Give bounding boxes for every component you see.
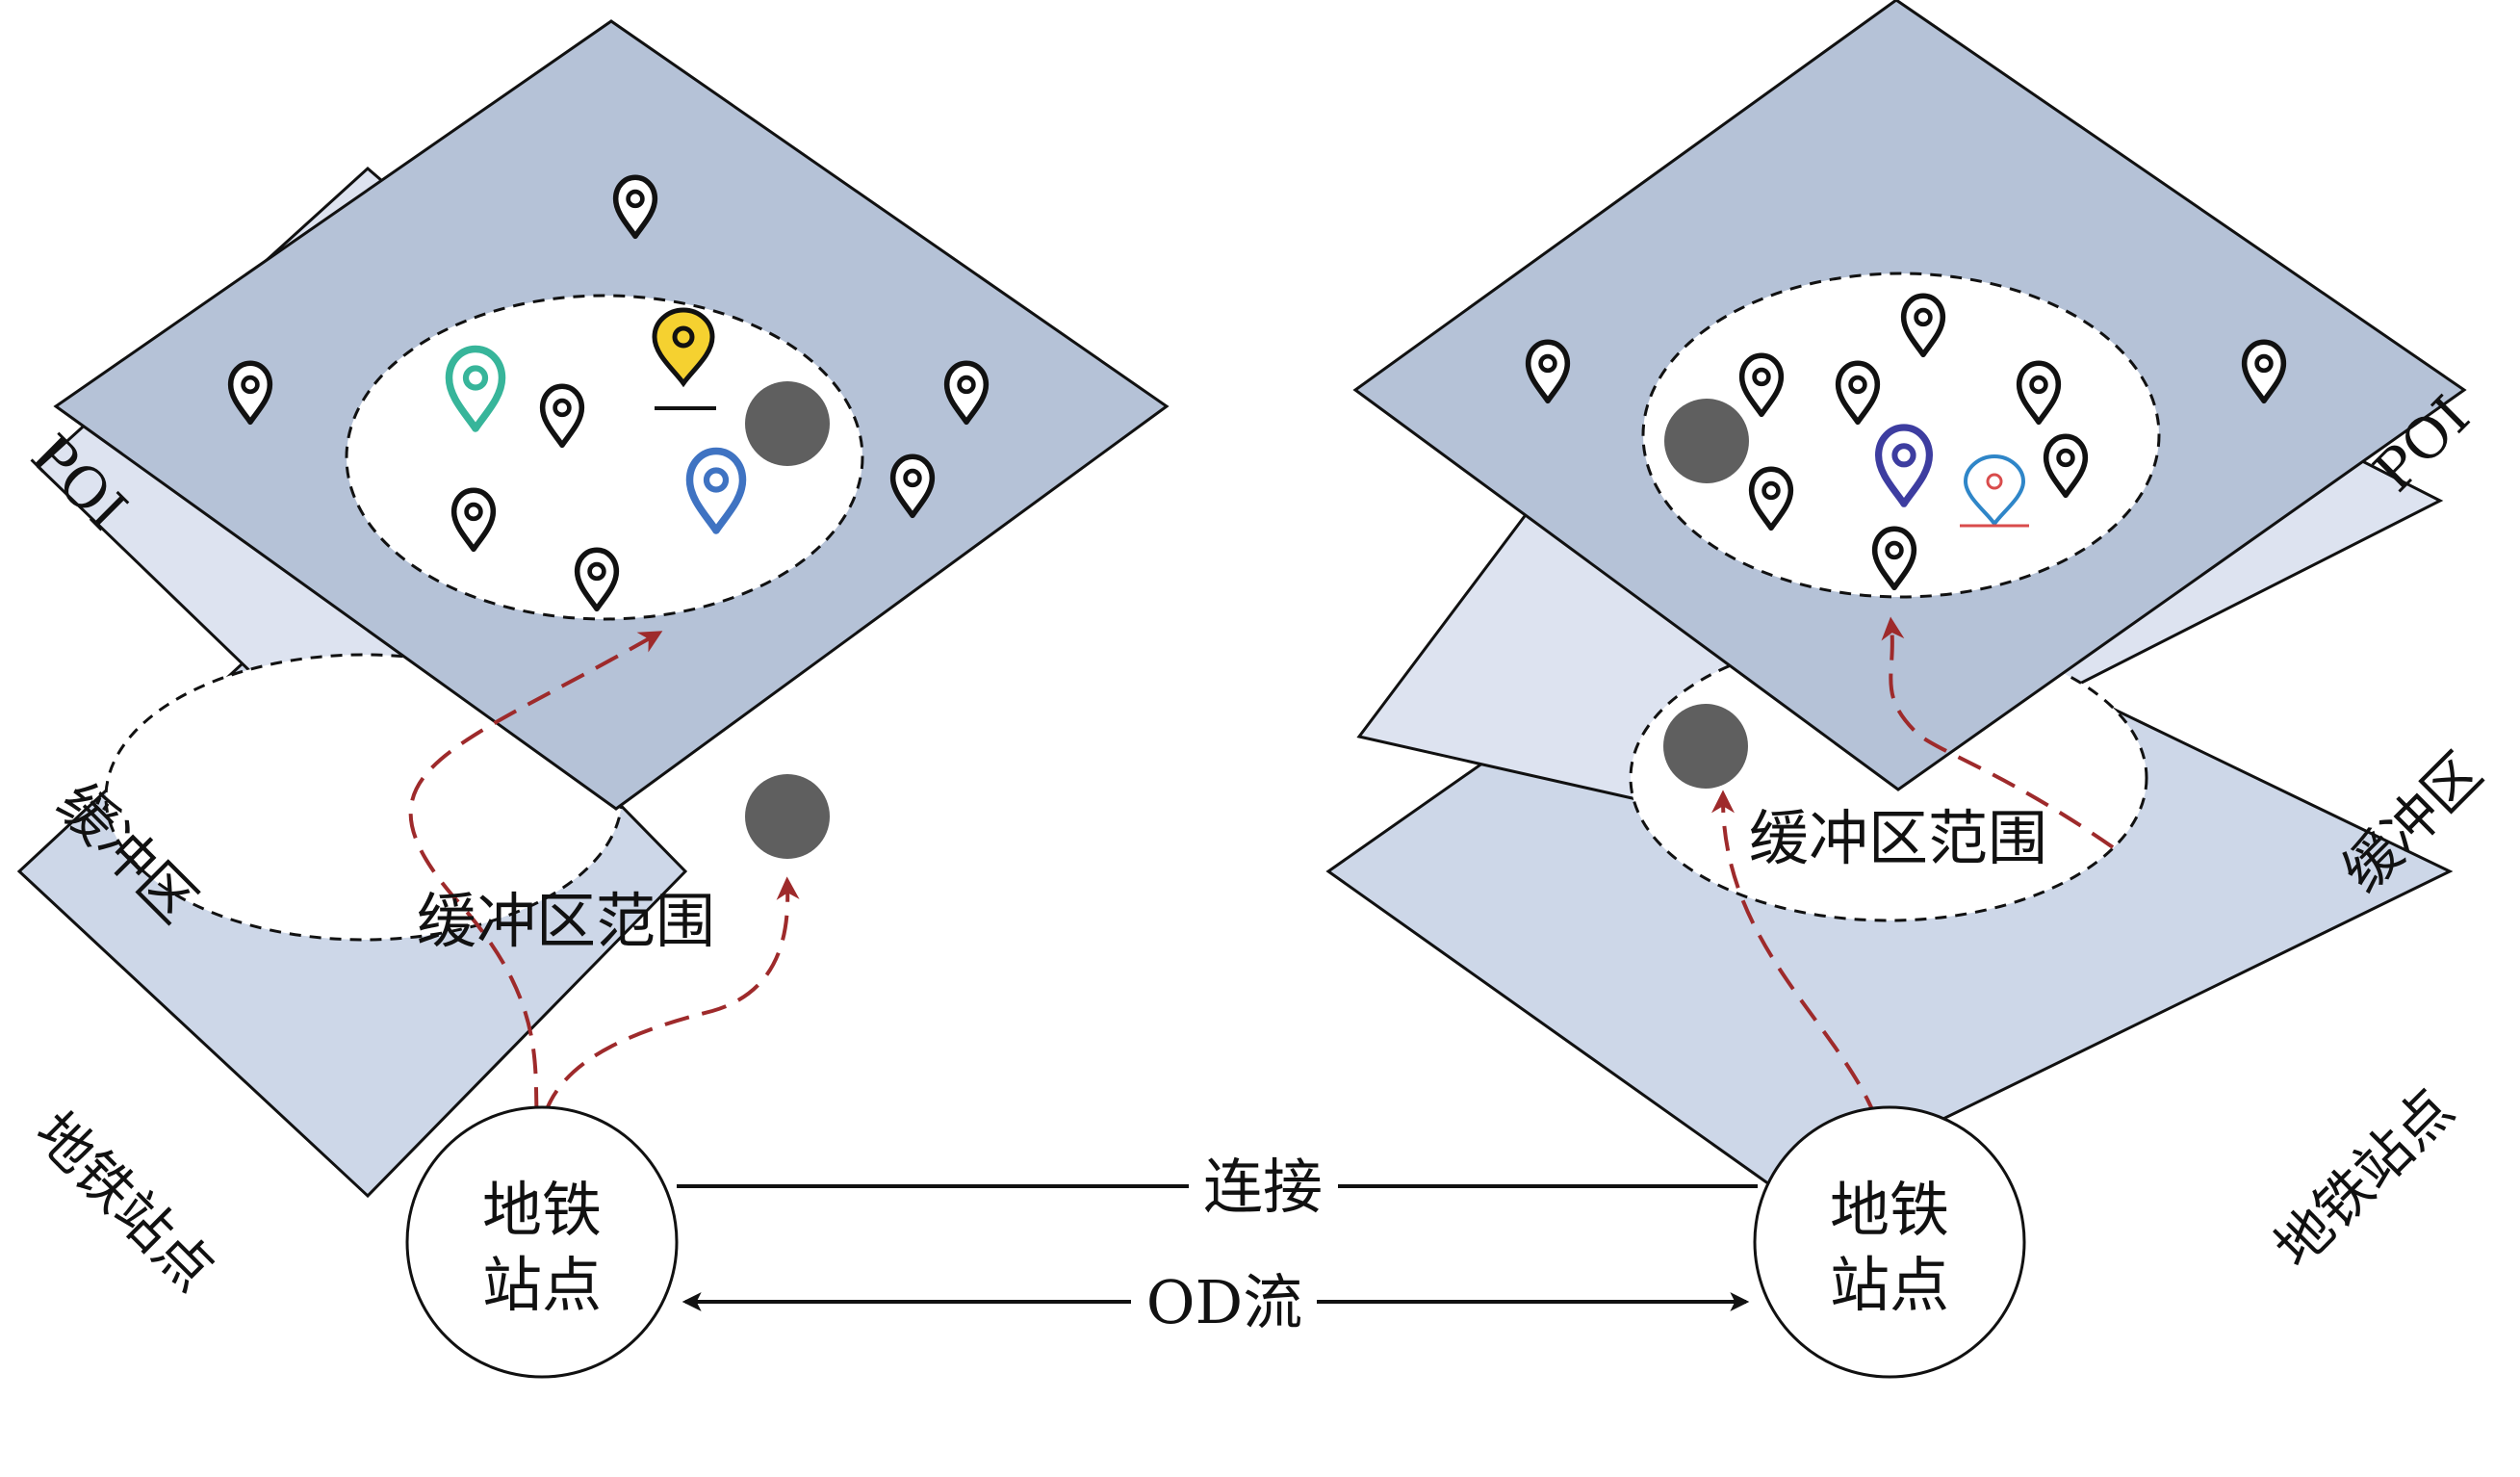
left-flow-arrows — [408, 631, 800, 1152]
right-station-label-line1: 地铁 — [1830, 1175, 1949, 1245]
map-pin-icon — [1960, 453, 2029, 528]
left-station-layer-label: 地铁站点 — [22, 1100, 226, 1304]
right-layer-stack — [1325, 0, 2467, 1198]
right-station-label-line2: 站点 — [1830, 1250, 1949, 1320]
left-poi-dark-circle — [745, 381, 830, 466]
right-station: 地铁 站点 — [1753, 1105, 2026, 1379]
left-buffer-range-label: 缓冲区范围 — [417, 886, 715, 956]
left-layer-stack — [16, 19, 1170, 1199]
od-flow: OD流 — [681, 1267, 1750, 1337]
right-flow-arrow-to-poi — [1881, 616, 2115, 849]
od-flow-label: OD流 — [1146, 1267, 1303, 1337]
right-station-layer-label: 地铁站点 — [2262, 1076, 2466, 1281]
poi-markers — [231, 177, 2284, 609]
link-label: 连接 — [1203, 1152, 1323, 1222]
left-buffer-dark-circle — [745, 774, 830, 859]
left-station-circle — [405, 1105, 679, 1379]
left-flow-arrow-to-poi — [408, 631, 663, 1152]
left-flow-arrow-to-buffer — [537, 876, 800, 1152]
right-station-circle — [1753, 1105, 2026, 1379]
left-station: 地铁 站点 — [405, 1105, 679, 1379]
left-station-label-line1: 地铁 — [482, 1175, 602, 1245]
right-poi-dark-circle — [1664, 399, 1749, 483]
right-buffer-dark-circle — [1663, 704, 1748, 789]
left-station-label-line2: 站点 — [482, 1250, 602, 1320]
map-pin-icon — [652, 307, 716, 410]
right-buffer-range-label: 缓冲区范围 — [1749, 803, 2047, 873]
connection-link: 连接 — [677, 1152, 1758, 1222]
